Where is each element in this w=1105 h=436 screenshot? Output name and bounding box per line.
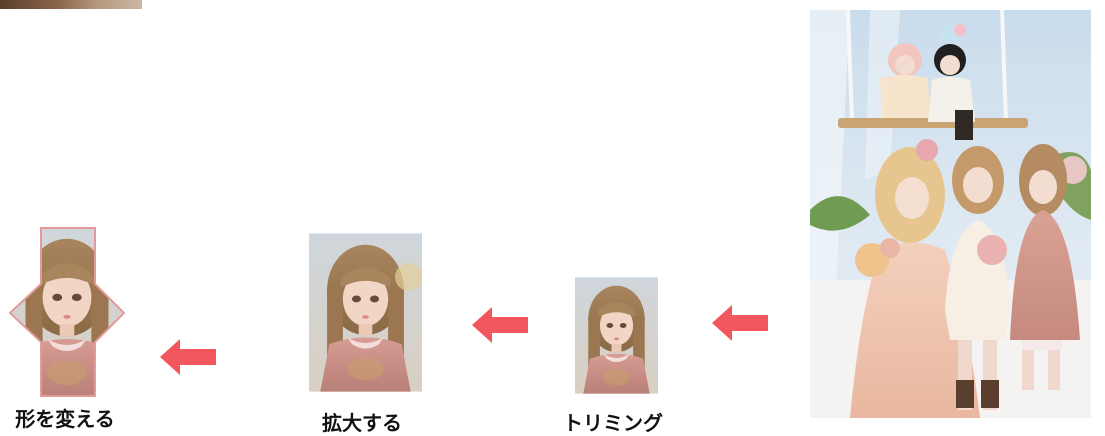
trimmed-doll-image bbox=[575, 274, 658, 397]
left-arrow-icon bbox=[712, 305, 768, 341]
step-label-trim: トリミング bbox=[563, 411, 663, 435]
step-label-enlarge: 拡大する bbox=[322, 411, 402, 435]
left-arrow-icon bbox=[472, 307, 528, 343]
original-doll-group-photo bbox=[810, 10, 1091, 418]
left-arrow-icon bbox=[160, 339, 216, 375]
reshaped-doll-image bbox=[8, 226, 126, 398]
cropped-photo-fragment bbox=[0, 0, 142, 9]
step-label-reshape: 形を変える bbox=[15, 407, 115, 431]
enlarged-doll-image bbox=[309, 229, 422, 396]
